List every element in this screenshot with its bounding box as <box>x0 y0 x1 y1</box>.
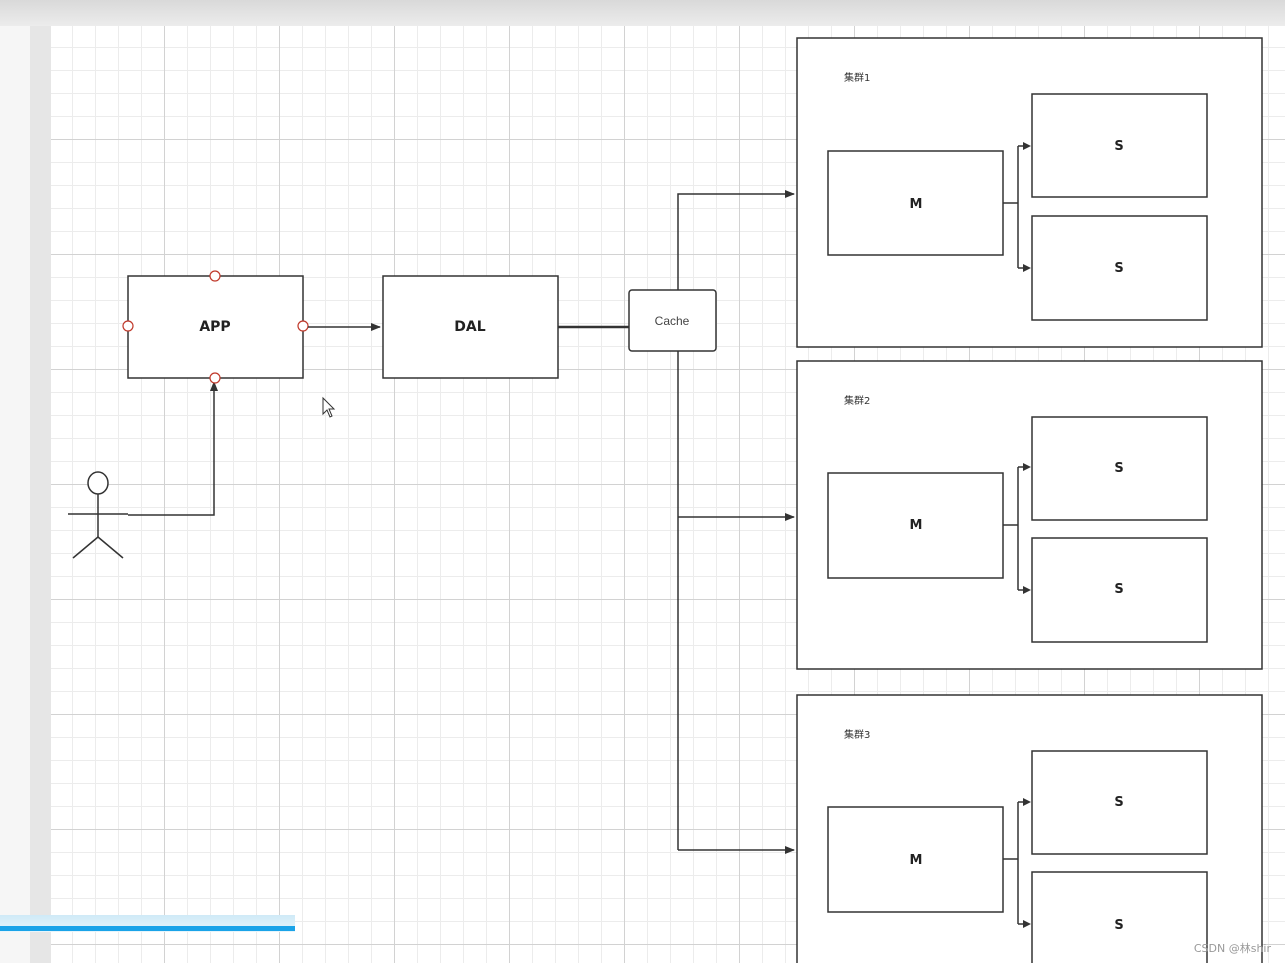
cluster-2[interactable]: 集群2 M S S <box>796 360 1263 670</box>
anchor-right[interactable] <box>297 320 309 332</box>
cluster-3[interactable]: 集群3 M S S <box>796 694 1263 963</box>
app-selection-anchors[interactable] <box>122 270 309 384</box>
app-box[interactable]: APP <box>127 275 304 379</box>
mouse-cursor-icon <box>322 396 336 418</box>
cluster-3-label: 集群3 <box>844 728 870 741</box>
cluster-1-slave-2-box[interactable] <box>1031 215 1208 321</box>
actor-to-app-connector[interactable] <box>128 381 218 516</box>
left-gutter <box>30 26 51 963</box>
cluster-3-replication-connector[interactable] <box>1003 801 1029 925</box>
window-top-bar <box>0 0 1285 26</box>
cluster-1-label: 集群1 <box>844 71 870 84</box>
video-progress-bar[interactable] <box>0 926 295 931</box>
cluster-2-replication-connector[interactable] <box>1003 466 1029 591</box>
cluster-1-master-box[interactable] <box>827 150 1004 256</box>
anchor-left[interactable] <box>122 320 134 332</box>
cluster-1-master-label: M <box>910 197 923 212</box>
cluster-2-master-box[interactable] <box>827 472 1004 579</box>
cluster-1[interactable]: 集群1 M S S <box>796 37 1263 348</box>
cluster-3-master-label: M <box>910 853 923 868</box>
left-panel <box>0 26 30 963</box>
cluster-2-master-label: M <box>910 518 923 533</box>
cluster-3-slave-2-label: S <box>1114 918 1123 933</box>
cache-to-cluster-1-connector[interactable] <box>677 190 795 290</box>
cluster-3-slave-2-box[interactable] <box>1031 871 1208 963</box>
cluster-1-slave-2-label: S <box>1114 261 1123 276</box>
cluster-1-slave-1-box[interactable] <box>1031 93 1208 198</box>
cluster-1-replication-connector[interactable] <box>1003 145 1029 269</box>
cache-box[interactable]: Cache <box>628 289 717 352</box>
dal-box-label: DAL <box>454 319 485 335</box>
cluster-3-slave-1-label: S <box>1114 795 1123 810</box>
dal-box[interactable]: DAL <box>382 275 559 379</box>
cluster-2-label: 集群2 <box>844 394 870 407</box>
cluster-2-slave-1-box[interactable] <box>1031 416 1208 521</box>
cluster-1-slave-1-label: S <box>1114 139 1123 154</box>
user-actor-icon[interactable] <box>68 471 128 559</box>
cluster-2-slave-2-box[interactable] <box>1031 537 1208 643</box>
app-box-label: APP <box>199 319 230 335</box>
cache-box-label: Cache <box>655 314 690 328</box>
anchor-top[interactable] <box>209 270 221 282</box>
cluster-2-slave-2-label: S <box>1114 582 1123 597</box>
watermark: CSDN @林shir <box>1193 942 1271 955</box>
anchor-bottom[interactable] <box>209 372 221 384</box>
cluster-3-master-box[interactable] <box>827 806 1004 913</box>
cluster-3-slave-1-box[interactable] <box>1031 750 1208 855</box>
cluster-2-slave-1-label: S <box>1114 461 1123 476</box>
